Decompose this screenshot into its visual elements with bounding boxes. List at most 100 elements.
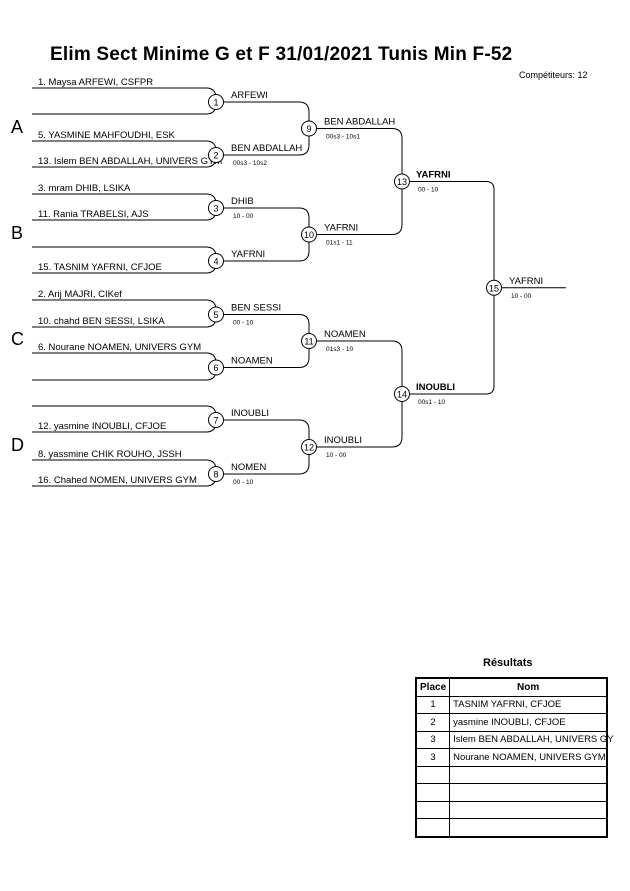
match-score: 00s3 - 10s1	[326, 134, 360, 141]
result-name: Nourane NOAMEN, UNIVERS GYM	[449, 748, 608, 767]
results-row	[415, 765, 608, 784]
result-place	[415, 818, 451, 837]
match-number-circle	[208, 306, 224, 323]
match-winner-name: DHIB	[231, 196, 254, 207]
results-row	[415, 783, 608, 802]
result-place	[415, 783, 451, 802]
competitor-entry: 1. Maysa ARFEWI, CSFPR	[38, 77, 153, 88]
match-number-circle	[208, 253, 224, 269]
match-number: 7	[213, 416, 218, 426]
result-name	[449, 800, 608, 819]
results-row	[415, 818, 608, 837]
result-name	[449, 818, 608, 837]
match-winner-name: NOAMEN	[324, 329, 366, 340]
competitor-entry: 13. Islem BEN ABDALLAH, UNIVERS GYM	[38, 156, 222, 167]
match-score: 10 - 00	[233, 213, 254, 220]
match-number-circle	[208, 412, 224, 428]
match-number: 13	[397, 177, 407, 187]
competitor-entry: 6. Nourane NOAMEN, UNIVERS GYM	[38, 342, 201, 353]
match-winner-name: YAFRNI	[416, 170, 451, 181]
match-number: 12	[304, 443, 314, 453]
competitor-entry: 11. Rania TRABELSI, AJS	[38, 209, 149, 220]
result-place	[415, 765, 451, 784]
match-number: 8	[213, 470, 218, 480]
results-row	[415, 800, 608, 819]
match-number: 3	[213, 204, 218, 214]
match-score: 00 - 10	[233, 479, 254, 486]
result-name: yasmine INOUBLI, CFJOE	[449, 713, 608, 732]
pool-label-b: B	[11, 223, 24, 243]
result-name: Islem BEN ABDALLAH, UNIVERS GY	[449, 730, 614, 749]
match-number: 1	[213, 98, 218, 108]
match-number-circle	[394, 386, 410, 402]
result-place: 2	[415, 713, 451, 732]
result-name	[449, 765, 608, 784]
match-winner-name: INOUBLI	[324, 435, 362, 446]
result-place: 3	[415, 730, 451, 749]
match-number: 15	[489, 283, 499, 293]
match-winner-name: YAFRNI	[324, 223, 358, 234]
competitor-entry: 15. TASNIM YAFRNI, CFJOE	[38, 262, 162, 273]
match-number-circle	[208, 147, 224, 163]
place-column-header: Place	[415, 677, 451, 697]
result-name: TASNIM YAFRNI, CFJOE	[449, 695, 608, 714]
match-number: 6	[213, 363, 218, 373]
match-winner-name: NOMEN	[231, 462, 267, 473]
results-title: Résultats	[483, 657, 533, 669]
match-score: 00s3 - 10s2	[233, 160, 267, 167]
match-winner-name: YAFRNI	[231, 249, 265, 260]
match-number: 4	[213, 257, 218, 267]
match-winner-name: INOUBLI	[416, 382, 455, 393]
competitor-entry: 10. chahd BEN SESSI, LSIKA	[38, 316, 165, 327]
match-number-circle	[301, 226, 317, 243]
competitors-count: Compétiteurs: 12	[519, 70, 588, 80]
match-winner-name: ARFEWI	[231, 90, 268, 101]
match-number-circle	[301, 439, 317, 455]
match-number: 14	[397, 390, 407, 400]
page-title: Elim Sect Minime G et F 31/01/2021 Tunis…	[50, 44, 513, 65]
match-number-circle	[486, 279, 502, 296]
competitor-entry: 12. yasmine INOUBLI, CFJOE	[38, 421, 166, 432]
match-score: 00 - 10	[418, 187, 439, 194]
match-number: 10	[304, 230, 314, 240]
match-score: 00s1 - 10	[418, 399, 445, 406]
match-number-circle	[208, 359, 224, 376]
result-place	[415, 800, 451, 819]
match-winner-name: BEN ABDALLAH	[231, 143, 302, 154]
competitor-entry: 16. Chahed NOMEN, UNIVERS GYM	[38, 475, 197, 486]
pool-label-a: A	[11, 117, 24, 137]
champion-name: YAFRNI	[509, 276, 543, 287]
match-number: 2	[213, 151, 218, 161]
match-score: 01s1 - 11	[326, 240, 353, 247]
match-number-circle	[208, 200, 224, 216]
name-column-header: Nom	[449, 677, 608, 697]
pool-label-d: D	[11, 435, 24, 455]
match-number-circle	[208, 466, 224, 482]
match-winner-name: INOUBLI	[231, 408, 269, 419]
result-place: 1	[415, 695, 451, 714]
match-number: 5	[213, 310, 218, 320]
result-place: 3	[415, 748, 451, 767]
match-winner-name: BEN ABDALLAH	[324, 117, 395, 128]
match-number-circle	[301, 120, 317, 137]
match-number-circle	[208, 94, 224, 110]
match-number: 11	[304, 337, 313, 347]
match-winner-name: BEN SESSI	[231, 303, 281, 314]
match-score: 10 - 00	[326, 452, 347, 459]
match-number-circle	[394, 173, 410, 190]
result-name	[449, 783, 608, 802]
match-number: 9	[306, 124, 311, 134]
competitor-entry: 2. Arij MAJRI, CIKef	[38, 289, 122, 300]
match-score: 10 - 00	[511, 293, 532, 300]
competitor-entry: 8. yassmine CHIK ROUHO, JSSH	[38, 449, 182, 460]
match-score: 01s3 - 10	[326, 346, 353, 353]
results-header-row: Place Nom	[415, 677, 608, 697]
pool-label-c: C	[11, 329, 24, 349]
